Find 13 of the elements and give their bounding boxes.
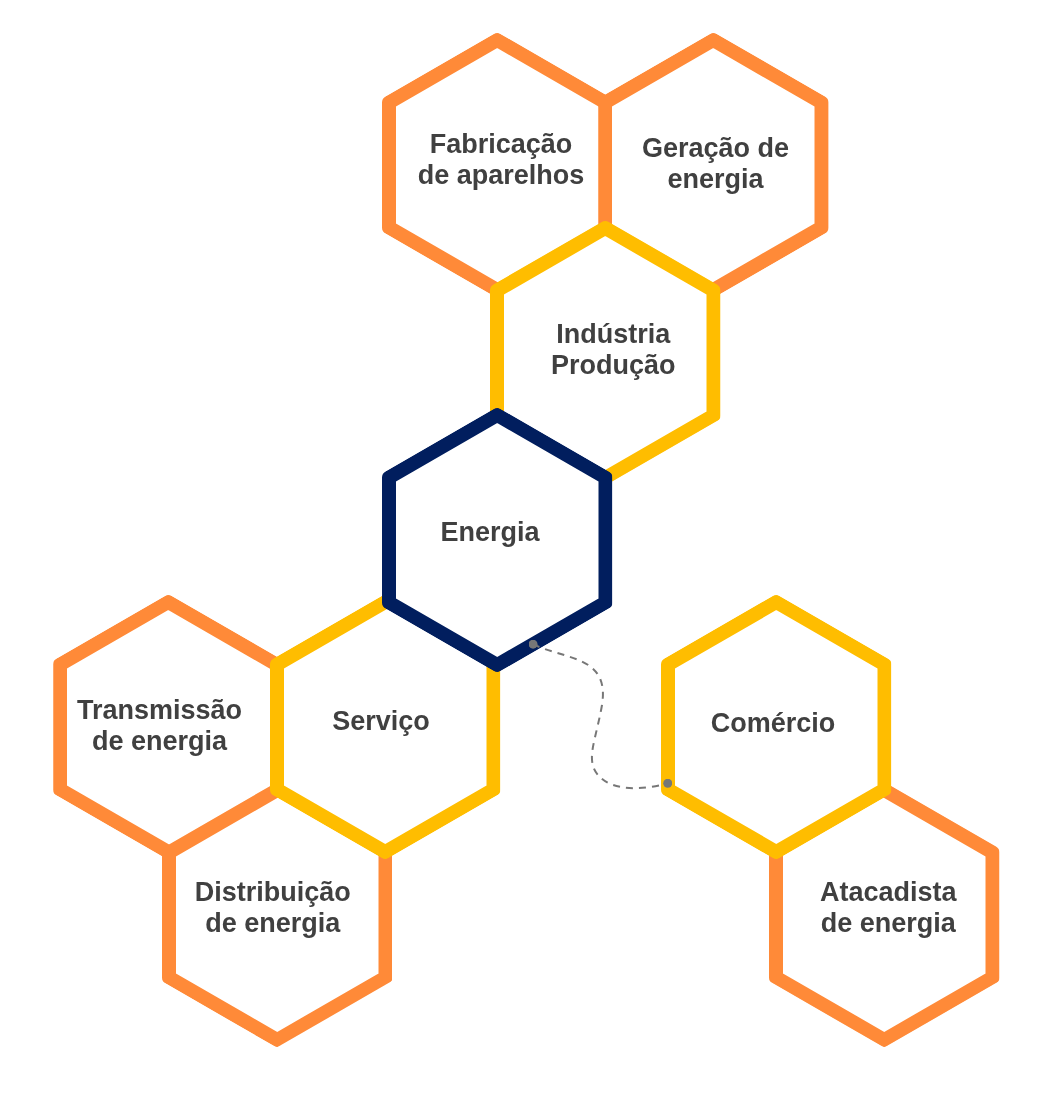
hexagon-tile (269, 595, 501, 859)
node-label: Serviço (332, 705, 430, 737)
node-label: Geração de energia (640, 133, 791, 195)
node-label: Atacadista de energia (818, 876, 958, 939)
hexagon-tile (660, 595, 892, 859)
node-label: Energia (440, 516, 540, 548)
node-label: Indústria Produção (550, 318, 677, 381)
dashed-connector (528, 639, 673, 790)
node-label: Transmissão de energia (75, 695, 244, 757)
node-label: Fabricação de aparelhos (416, 129, 586, 191)
node-label: Comércio (710, 707, 836, 739)
hexagon-tile (381, 408, 613, 672)
node-label: Distribuição de energia (193, 876, 352, 939)
